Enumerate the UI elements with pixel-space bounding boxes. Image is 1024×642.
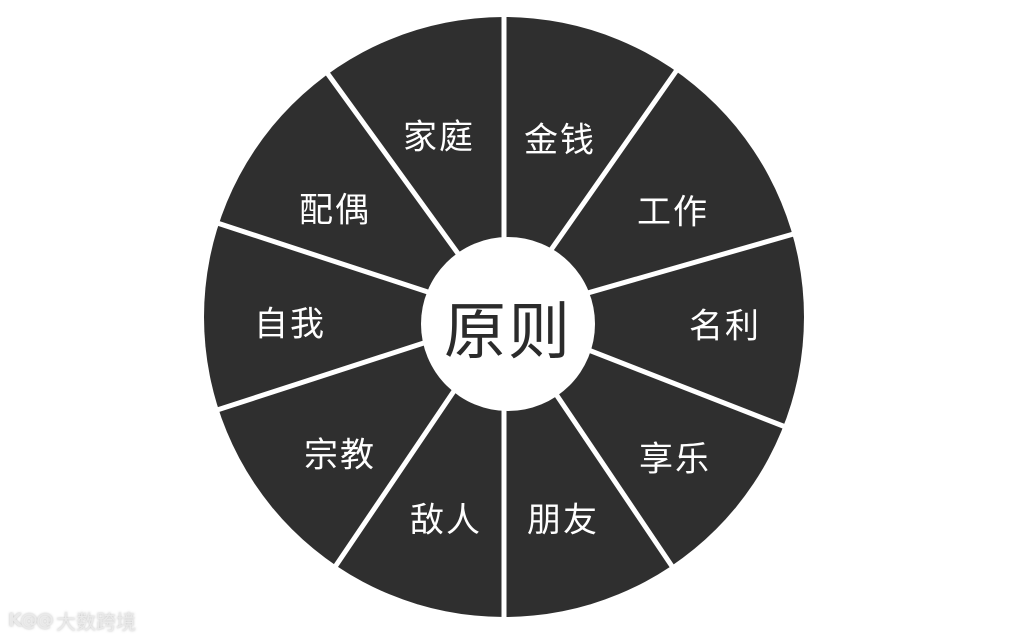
segment-label-self: 自我 [254, 304, 326, 345]
segment-label-money: 金钱 [524, 120, 596, 161]
segment-label-religion: 宗教 [304, 435, 376, 476]
segment-label-family: 家庭 [403, 117, 475, 158]
segment-label-enemies: 敌人 [410, 500, 482, 541]
segment-label-friends: 朋友 [527, 500, 599, 541]
segment-label-fame: 名利 [689, 306, 761, 347]
center-label: 原则 [443, 295, 573, 368]
segment-label-spouse: 配偶 [299, 190, 371, 231]
watermark: K@@ 大数跨境 [8, 606, 136, 635]
center-circle [421, 237, 595, 411]
watermark-logo-icon: K@@ [8, 610, 54, 631]
segment-label-pleasure: 享乐 [639, 439, 711, 480]
watermark-text: 大数跨境 [55, 610, 136, 634]
segment-label-work: 工作 [637, 192, 709, 233]
